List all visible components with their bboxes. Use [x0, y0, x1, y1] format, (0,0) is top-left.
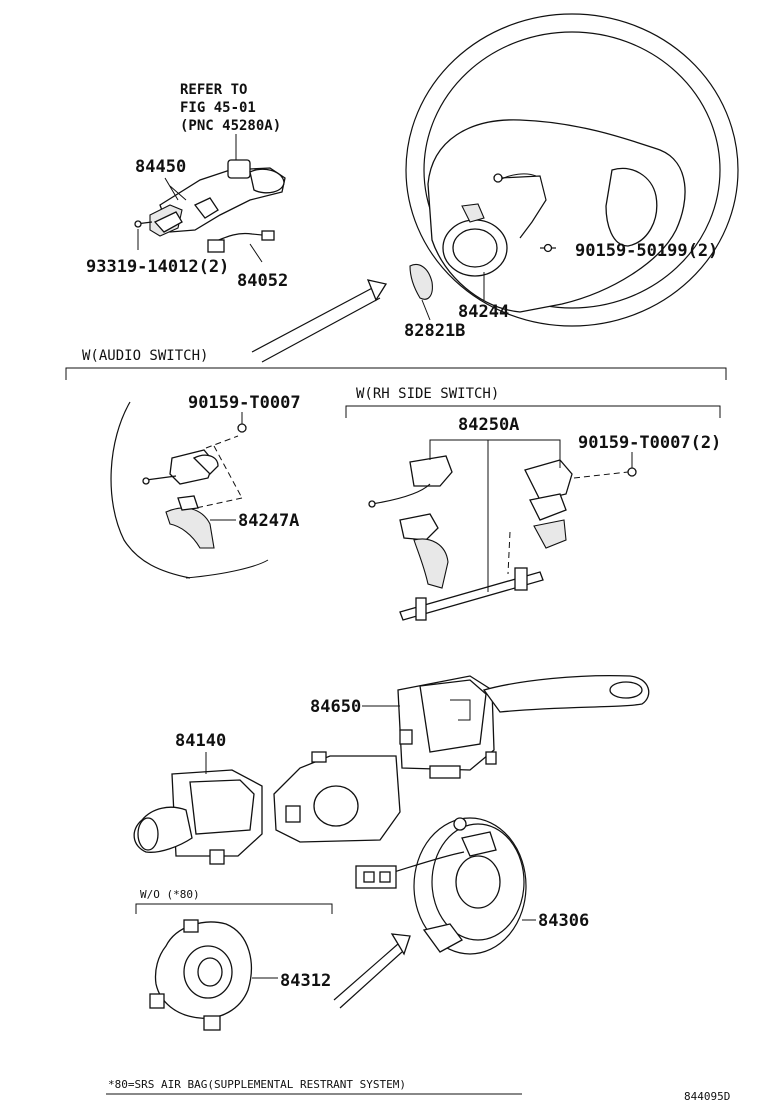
part-label-84247A: 84247A: [238, 511, 299, 531]
part-label-93319-14012: 93319-14012(2): [86, 257, 229, 277]
footnote: *80=SRS AIR BAG(SUPPLEMENTAL RESTRANT SY…: [108, 1078, 406, 1091]
part-label-84250A: 84250A: [458, 415, 519, 435]
part-label-90159-T0007-2: 90159-T0007(2): [578, 433, 721, 453]
refer-note-line1: REFER TO: [180, 82, 247, 98]
steering-column-assembly: [134, 159, 286, 263]
arrow-to-wheel: [251, 279, 388, 363]
part-label-84650: 84650: [310, 697, 361, 717]
arrow-to-spiral-cable: [333, 933, 411, 1009]
part-label-84244: 84244: [458, 302, 509, 322]
section-label-wo-80: W/O (*80): [140, 888, 200, 901]
steering-wheel: [405, 13, 739, 327]
part-label-84140: 84140: [175, 731, 226, 751]
part-label-84450: 84450: [135, 157, 186, 177]
part-label-84052: 84052: [237, 271, 288, 291]
spiral-cable-84306: [355, 817, 527, 955]
wo-80-bracket: [135, 903, 333, 914]
headlamp-switch-84140: [133, 769, 263, 865]
audio-switch-bracket: [65, 367, 727, 380]
diagram-id: 844095D: [684, 1090, 730, 1103]
part-label-84306: 84306: [538, 911, 589, 931]
part-label-82821B: 82821B: [404, 321, 465, 341]
refer-note-line2: FIG 45-01: [180, 100, 256, 116]
section-label-rh-side-switch: W(RH SIDE SWITCH): [356, 386, 499, 402]
rh-side-switch-assembly: [368, 439, 637, 621]
part-label-90159-50199: 90159-50199(2): [575, 241, 718, 261]
rh-side-switch-bracket: [345, 405, 721, 418]
section-label-audio-switch: W(AUDIO SWITCH): [82, 348, 208, 364]
refer-note: REFER TO FIG 45-01 (PNC 45280A): [180, 82, 281, 168]
audio-switch-assembly: [110, 401, 269, 579]
part-label-90159-T0007: 90159-T0007: [188, 393, 301, 413]
part-label-84312: 84312: [280, 971, 331, 991]
wiper-switch-84650: [397, 674, 650, 779]
spiral-cable-84312: [149, 919, 252, 1031]
refer-note-line3: (PNC 45280A): [180, 118, 281, 134]
bracket-plate: [273, 751, 401, 843]
